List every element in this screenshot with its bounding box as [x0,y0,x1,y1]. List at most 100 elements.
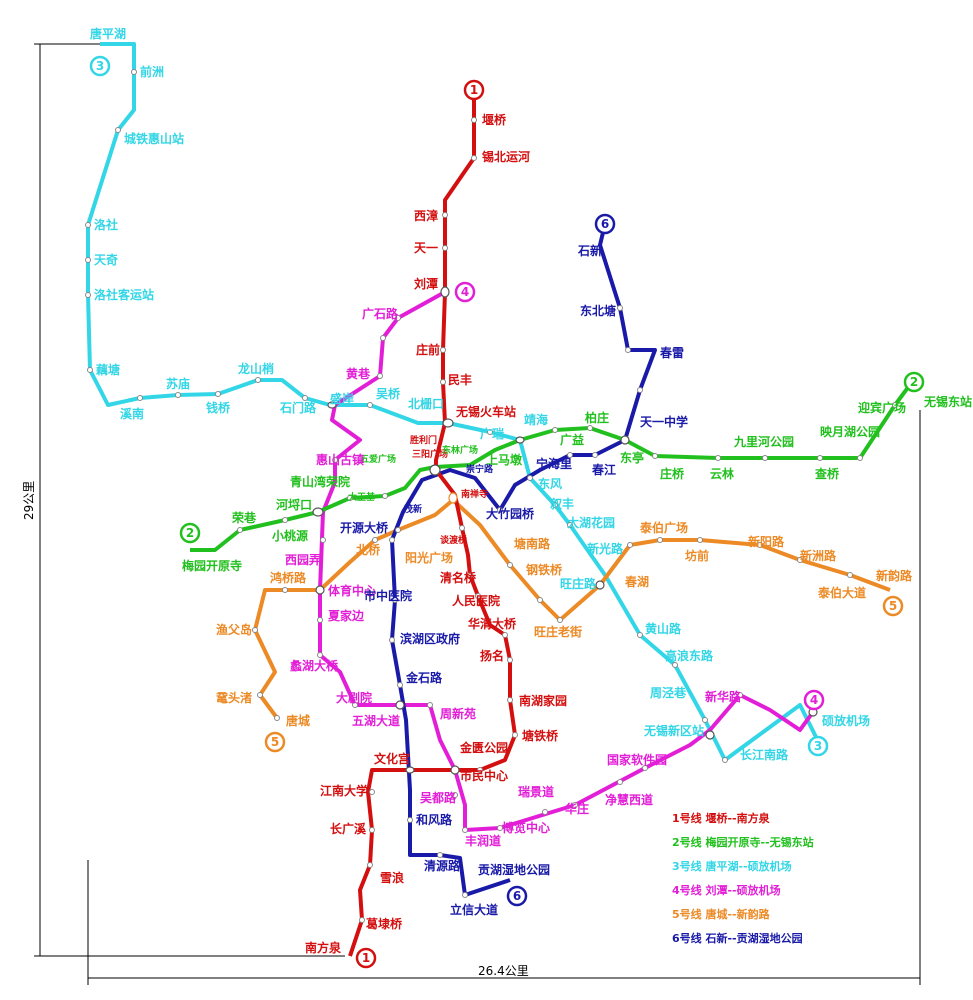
station-label: 五爱广场 [360,453,396,465]
station-label: 洛社 [94,217,118,232]
svg-text:1: 1 [362,951,370,965]
line-2-track [190,380,914,552]
station-label: 大竹园桥 [486,506,535,521]
station-label: 金石路 [405,670,443,685]
legend-line-2: 2号线 梅园开原寺--无锡东站 [672,835,814,849]
line-badges: 1 1 2 2 3 3 4 4 5 5 6 6 [89,55,925,969]
badge-line-1-north: 1 [463,79,485,101]
station-label: 开源大桥 [340,520,389,535]
line-5-track [253,498,891,720]
station-label: 滨湖区政府 [400,631,460,646]
badge-line-5-east: 5 [882,595,904,617]
station-label: 青山湾荣院 [290,474,350,489]
station-label: 金匮公园 [459,740,508,755]
station-label: 映月湖公园 [820,424,880,439]
line-4-labels: 广石路 黄巷 惠山古镇 西园弄 体育中心 夏家边 蠡湖大桥 大剧院 五湖大道 周… [285,306,742,848]
station-label: 大剧院 [336,690,372,705]
station-label: 鸿桥路 [270,570,307,585]
station-label: 锡北运河 [482,149,530,164]
station-label: 龙山梢 [238,361,274,376]
svg-text:3: 3 [96,59,104,73]
line-6-labels: 石新 东北塘 春雷 天一中学 春江 宁海里 崇宁路 大竹园桥 开源大桥 茂新 市… [340,243,688,917]
station-label: 南禅寺 [461,488,488,500]
station-label: 博览中心 [502,820,550,835]
station-label: 大王基 [348,491,376,503]
station-label: 旺庄路 [560,576,597,591]
station-label: 藕塘 [95,362,120,377]
station-label: 葛埭桥 [365,916,403,931]
station-label: 苏庙 [166,376,190,391]
station-label: 贡湖湿地公园 [478,862,550,877]
station-label: 华庄 [565,801,589,816]
station-label: 惠山古镇 [316,452,364,467]
station-label: 堰桥 [482,112,507,127]
station-label: 庄桥 [660,466,685,481]
station-label: 唐平湖 [90,26,126,41]
station-label: 天一中学 [640,414,688,429]
station-label: 泰伯广场 [639,520,688,535]
station-label: 体育中心 [328,583,376,598]
station-label: 北栅口 [408,396,444,411]
station-label: 江南大学 [320,783,368,798]
badge-line-2-west: 2 [179,522,201,544]
station-label: 新阳路 [748,534,785,549]
station-label: 市民中心 [460,768,508,783]
width-dimension-label: 26.4公里 [478,964,529,978]
legend-line-1: 1号线 堰桥--南方泉 [672,811,771,825]
station-label: 新华路 [705,689,742,704]
station-label: 谈渡桥 [440,534,468,546]
station-label: 长江南路 [740,747,789,762]
station-label: 河埒口 [275,497,312,512]
interchange-hubs [312,286,818,775]
station-label: 洛社客运站 [94,287,154,302]
station-label: 庄前 [416,342,440,357]
station-label: 塘南路 [514,536,551,551]
station-label: 鼋头渚 [215,690,252,705]
station-label: 石新 [577,243,602,258]
station-label: 西漳 [414,208,438,223]
badge-line-4-north: 4 [454,281,476,303]
station-label: 新韵路 [876,568,913,583]
station-label: 九里河公园 [733,434,794,449]
station-label: 春江 [591,462,616,477]
badge-line-2-east: 2 [903,371,925,393]
station-label: 三阳广场 [412,448,448,460]
station-label: 天一 [414,241,438,255]
line-6-track [390,223,657,897]
station-label: 胜利门 [409,434,437,446]
station-label: 春雷 [659,345,684,360]
station-label: 新洲路 [800,548,837,563]
svg-text:1: 1 [470,83,478,97]
station-label: 吴都路 [420,790,457,805]
station-label: 清源路 [424,858,461,873]
station-label: 崇宁路 [466,463,494,475]
station-label: 立信大道 [450,902,498,917]
station-label: 荣巷 [231,510,257,525]
badge-line-3-north: 3 [89,55,111,77]
legend-line-5: 5号线 唐城--新韵路 [672,907,771,921]
station-label: 新光路 [587,541,624,556]
station-label: 广益 [560,432,584,447]
station-label: 周新苑 [440,706,476,721]
station-label: 坊前 [685,548,709,563]
station-label: 无锡东站 [923,394,972,409]
legend: 1号线 堰桥--南方泉 2号线 梅园开原寺--无锡东站 3号线 唐平湖--硕放机… [672,811,814,945]
svg-text:5: 5 [889,599,897,613]
station-label: 夏家边 [328,608,365,623]
station-label: 阳光广场 [405,550,453,565]
line-5-labels: 唐城 鼋头渚 渔父岛 鸿桥路 北桥 阳光广场 塘南路 钢铁桥 旺庄老街 春湖 泰… [215,520,913,728]
station-label: 宁海里 [536,456,572,471]
station-label: 迎宾广场 [858,400,906,415]
station-label: 硕放机场 [822,713,870,728]
station-label: 盛岸 [330,391,354,406]
station-label: 清名桥 [440,570,477,585]
station-label: 天奇 [94,252,118,267]
line-3-labels: 唐平湖 前洲 城铁惠山站 洛社 天奇 洛社客运站 藕塘 溪南 苏庙 钱桥 龙山梢… [90,26,870,762]
station-label: 长广溪 [330,821,367,836]
svg-text:4: 4 [810,693,818,707]
legend-line-3: 3号线 唐平湖--硕放机场 [672,859,792,873]
station-label: 唐城 [286,713,310,728]
svg-text:3: 3 [814,739,822,753]
station-label: 西园弄 [285,553,321,567]
